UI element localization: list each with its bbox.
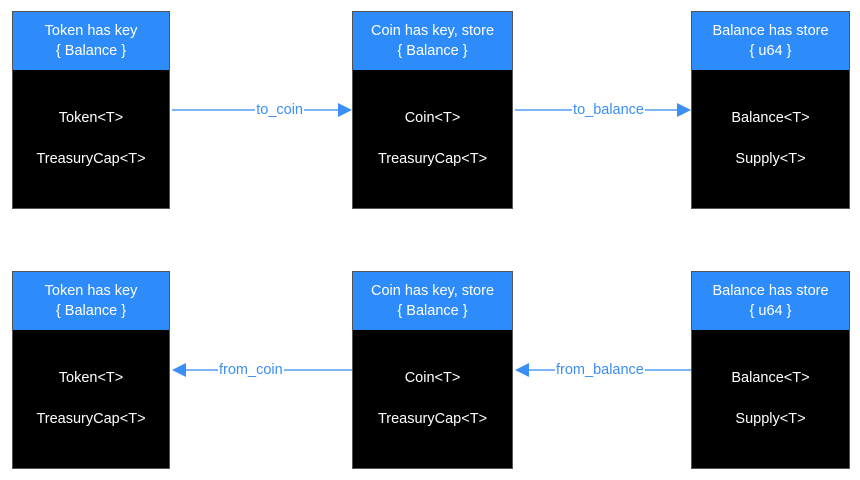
edge-to-balance-arrowhead-icon (677, 103, 691, 117)
node-balance-top-body-line2: Supply<T> (735, 151, 806, 167)
edge-to-balance-line-right (645, 109, 677, 111)
node-coin-bottom-body-line2: TreasuryCap<T> (377, 411, 488, 427)
node-token-top-body: Token<T> TreasuryCap<T> (13, 70, 169, 208)
edge-from-balance-label: from_balance (556, 362, 644, 378)
edge-from-coin-label: from_coin (219, 362, 283, 378)
node-balance-top-header-line1: Balance has store (712, 23, 829, 39)
edge-to-balance-label: to_balance (573, 102, 644, 118)
edge-to-coin-line-right (304, 109, 338, 111)
edge-from-balance-arrowhead-icon (515, 363, 529, 377)
edge-from-balance-line-right (644, 369, 691, 371)
node-token-bottom-body-line2: TreasuryCap<T> (36, 411, 146, 427)
edge-to-balance[interactable]: to_balance (515, 98, 691, 122)
node-balance-top-header: Balance has store { u64 } (692, 12, 849, 70)
node-token-bottom-body-line1: Token<T> (58, 370, 124, 386)
node-coin-top[interactable]: Coin has key, store { Balance } Coin<T> … (352, 11, 513, 209)
node-token-bottom[interactable]: Token has key { Balance } Token<T> Treas… (12, 271, 170, 469)
edge-from-coin-line-left (186, 369, 218, 371)
node-balance-bottom-header-line1: Balance has store (712, 283, 829, 299)
edge-to-coin-arrowhead-icon (338, 103, 352, 117)
node-token-top-body-line2: TreasuryCap<T> (36, 151, 146, 167)
node-token-top[interactable]: Token has key { Balance } Token<T> Treas… (12, 11, 170, 209)
node-balance-top[interactable]: Balance has store { u64 } Balance<T> Sup… (691, 11, 850, 209)
node-coin-top-body-line1: Coin<T> (404, 110, 461, 126)
node-balance-bottom-body-line2: Supply<T> (735, 411, 806, 427)
node-balance-bottom-body: Balance<T> Supply<T> (692, 330, 849, 468)
node-balance-top-header-line2: { u64 } (749, 43, 792, 59)
edge-to-balance-line-left (515, 109, 573, 111)
edge-from-balance-line-left (529, 369, 555, 371)
node-token-bottom-header: Token has key { Balance } (13, 272, 169, 330)
node-balance-bottom-body-line1: Balance<T> (731, 370, 810, 386)
node-token-top-body-line1: Token<T> (58, 110, 124, 126)
node-token-top-header: Token has key { Balance } (13, 12, 169, 70)
edge-to-coin[interactable]: to_coin (172, 98, 352, 122)
node-token-top-header-line1: Token has key (44, 23, 138, 39)
node-coin-bottom-header-line2: { Balance } (397, 303, 468, 319)
node-balance-top-body-line1: Balance<T> (731, 110, 810, 126)
node-coin-bottom[interactable]: Coin has key, store { Balance } Coin<T> … (352, 271, 513, 469)
node-token-bottom-header-line1: Token has key (44, 283, 138, 299)
edge-to-coin-label: to_coin (256, 102, 303, 118)
node-coin-bottom-header-line1: Coin has key, store (370, 283, 495, 299)
node-coin-top-header: Coin has key, store { Balance } (353, 12, 512, 70)
edge-from-coin[interactable]: from_coin (172, 358, 352, 382)
node-balance-bottom-header-line2: { u64 } (749, 303, 792, 319)
node-balance-top-body: Balance<T> Supply<T> (692, 70, 849, 208)
edge-from-balance[interactable]: from_balance (515, 358, 691, 382)
node-token-bottom-body: Token<T> TreasuryCap<T> (13, 330, 169, 468)
edge-from-coin-arrowhead-icon (172, 363, 186, 377)
node-coin-top-header-line2: { Balance } (397, 43, 468, 59)
edge-from-coin-line-right (283, 369, 352, 371)
node-coin-bottom-header: Coin has key, store { Balance } (353, 272, 512, 330)
node-coin-bottom-body: Coin<T> TreasuryCap<T> (353, 330, 512, 468)
node-coin-bottom-body-line1: Coin<T> (404, 370, 461, 386)
node-coin-top-body-line2: TreasuryCap<T> (377, 151, 488, 167)
edge-to-coin-line-left (172, 109, 256, 111)
node-coin-top-body: Coin<T> TreasuryCap<T> (353, 70, 512, 208)
node-token-bottom-header-line2: { Balance } (55, 303, 127, 319)
node-token-top-header-line2: { Balance } (55, 43, 127, 59)
node-balance-bottom-header: Balance has store { u64 } (692, 272, 849, 330)
node-coin-top-header-line1: Coin has key, store (370, 23, 495, 39)
node-balance-bottom[interactable]: Balance has store { u64 } Balance<T> Sup… (691, 271, 850, 469)
